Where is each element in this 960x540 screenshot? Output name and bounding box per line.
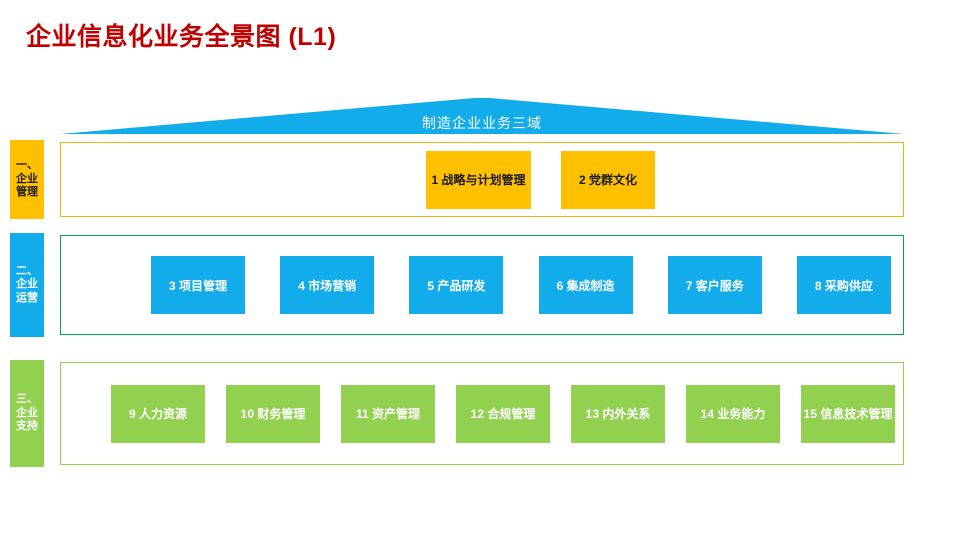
row-support: 9 人力资源 10 财务管理 11 资产管理 12 合规管理 13 内外关系 1… <box>60 362 904 465</box>
banner-label: 制造企业业务三域 <box>422 114 542 131</box>
row-operations: 3 项目管理 4 市场营销 5 产品研发 6 集成制造 7 客户服务 8 采购供… <box>60 235 904 335</box>
page-title: 企业信息化业务全景图 (L1) <box>26 23 337 51</box>
row-label-operations-line-2: 企业 <box>16 278 38 291</box>
card-marketing[interactable]: 4 市场营销 <box>280 256 375 314</box>
row-label-operations-line-3: 运营 <box>16 291 38 304</box>
card-internal-external-relations[interactable]: 13 内外关系 <box>571 384 665 443</box>
row-operations-cards: 3 项目管理 4 市场营销 5 产品研发 6 集成制造 7 客户服务 8 采购供… <box>151 236 891 334</box>
banner-roof: 制造企业业务三域 <box>60 98 904 134</box>
row-management: 1 战略与计划管理 2 党群文化 <box>60 142 904 217</box>
row-label-support-line-2: 企业 <box>16 406 38 419</box>
card-finance-management[interactable]: 10 财务管理 <box>226 384 320 443</box>
card-project-management[interactable]: 3 项目管理 <box>151 256 245 314</box>
card-compliance[interactable]: 12 合规管理 <box>456 384 550 443</box>
card-customer-service[interactable]: 7 客户服务 <box>667 256 762 314</box>
row-label-management-line-3: 管理 <box>16 186 38 199</box>
roof-shape-icon <box>60 98 904 134</box>
row-label-support-line-1: 三、 <box>16 393 38 406</box>
row-label-management-line-2: 企业 <box>16 172 38 185</box>
card-it-management[interactable]: 15 信息技术管理 <box>801 384 895 443</box>
row-management-cards: 1 战略与计划管理 2 党群文化 <box>101 143 895 216</box>
row-label-management-line-1: 一、 <box>16 159 38 172</box>
card-business-capability[interactable]: 14 业务能力 <box>686 384 780 443</box>
card-strategy-and-planning[interactable]: 1 战略与计划管理 <box>426 150 531 209</box>
card-human-resources[interactable]: 9 人力资源 <box>111 384 205 443</box>
card-product-rnd[interactable]: 5 产品研发 <box>409 256 504 314</box>
card-party-and-culture[interactable]: 2 党群文化 <box>561 150 655 209</box>
row-support-cards: 9 人力资源 10 财务管理 11 资产管理 12 合规管理 13 内外关系 1… <box>111 363 895 464</box>
row-label-operations: 二、 企业 运营 <box>10 233 44 337</box>
row-label-management: 一、 企业 管理 <box>10 140 44 219</box>
row-label-support: 三、 企业 支持 <box>10 360 44 467</box>
card-procurement-supply[interactable]: 8 采购供应 <box>796 256 891 314</box>
row-label-operations-line-1: 二、 <box>16 264 38 277</box>
row-label-support-line-3: 支持 <box>16 420 38 433</box>
card-asset-management[interactable]: 11 资产管理 <box>341 384 435 443</box>
card-integrated-manufacturing[interactable]: 6 集成制造 <box>538 256 633 314</box>
